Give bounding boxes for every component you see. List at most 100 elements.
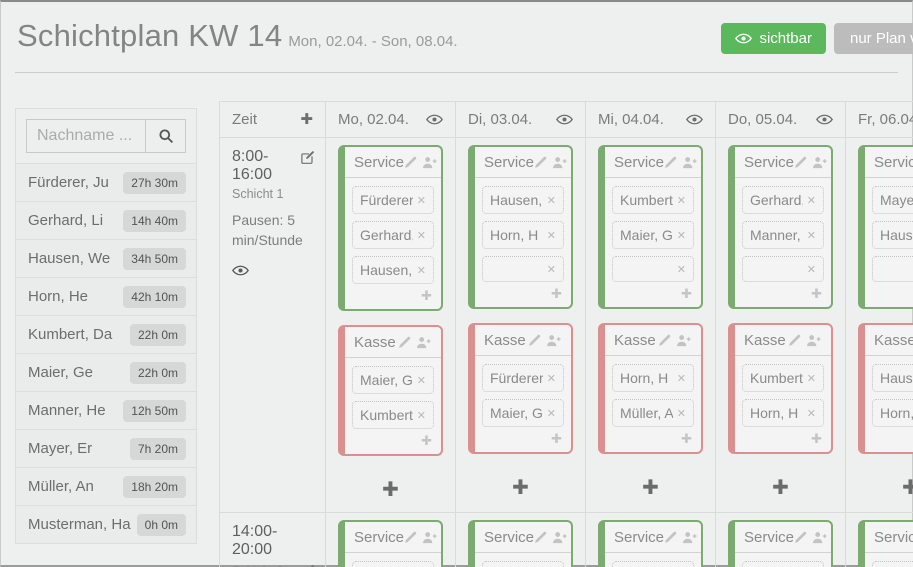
edit-group-icon[interactable]: [398, 336, 411, 349]
remove-member-icon[interactable]: ✕: [546, 372, 556, 385]
edit-timeslot-icon[interactable]: [300, 150, 315, 165]
remove-member-icon[interactable]: ✕: [676, 407, 686, 420]
remove-member-icon[interactable]: ✕: [676, 194, 686, 207]
add-shift-group-button[interactable]: ✚: [642, 477, 659, 499]
add-person-icon[interactable]: [422, 531, 438, 544]
add-shift-group-button[interactable]: ✚: [902, 477, 913, 499]
edit-group-icon[interactable]: [664, 156, 677, 169]
search-input[interactable]: [27, 120, 145, 152]
edit-group-icon[interactable]: [404, 156, 417, 169]
remove-member-icon[interactable]: ✕: [416, 229, 426, 242]
remove-member-icon[interactable]: ✕: [676, 372, 686, 385]
edit-group-icon[interactable]: [534, 156, 547, 169]
member-chip[interactable]: Manner, H✕: [742, 221, 824, 249]
remove-member-icon[interactable]: ✕: [546, 194, 556, 207]
add-member-button[interactable]: ✚: [681, 286, 692, 301]
remove-member-icon[interactable]: ✕: [546, 407, 556, 420]
member-chip[interactable]: Müller, A✕: [612, 399, 694, 427]
add-member-button[interactable]: ✚: [421, 433, 432, 448]
search-button[interactable]: [145, 120, 185, 152]
remove-member-icon[interactable]: ✕: [416, 374, 426, 387]
edit-group-icon[interactable]: [658, 334, 671, 347]
member-chip[interactable]: Maier, G✕: [482, 399, 564, 427]
remove-member-icon[interactable]: ✕: [806, 407, 816, 420]
member-chip[interactable]: Fürderer, J✕: [352, 186, 434, 214]
member-chip[interactable]: ✕: [742, 561, 824, 567]
remove-member-icon[interactable]: ✕: [676, 229, 686, 242]
plan-only-button[interactable]: nur Plan ve: [834, 23, 913, 54]
member-chip[interactable]: Hausen, W✕: [612, 561, 694, 567]
add-person-icon[interactable]: [812, 531, 828, 544]
member-chip[interactable]: Kumbert, D✕: [742, 364, 824, 392]
add-member-button[interactable]: ✚: [872, 427, 913, 447]
day-visibility-eye-icon[interactable]: [686, 114, 703, 125]
remove-member-icon[interactable]: ✕: [416, 194, 426, 207]
day-visibility-eye-icon[interactable]: [816, 114, 833, 125]
member-chip[interactable]: Horn, H✕: [482, 221, 564, 249]
remove-member-icon[interactable]: ✕: [806, 263, 816, 276]
add-person-icon[interactable]: [546, 334, 562, 347]
add-person-icon[interactable]: [552, 531, 568, 544]
edit-group-icon[interactable]: [528, 334, 541, 347]
member-chip[interactable]: Hausen, W✕: [872, 221, 913, 249]
day-visibility-eye-icon[interactable]: [556, 114, 573, 125]
add-person-icon[interactable]: [806, 334, 822, 347]
edit-group-icon[interactable]: [664, 531, 677, 544]
add-member-button[interactable]: ✚: [551, 286, 562, 301]
add-person-icon[interactable]: [812, 156, 828, 169]
member-chip[interactable]: Maier, G✕: [612, 221, 694, 249]
add-person-icon[interactable]: [416, 336, 432, 349]
add-timeslot-button[interactable]: ✚: [300, 111, 313, 128]
member-chip[interactable]: Horn, H✕: [742, 399, 824, 427]
remove-member-icon[interactable]: ✕: [546, 229, 556, 242]
edit-group-icon[interactable]: [788, 334, 801, 347]
add-member-button[interactable]: ✚: [681, 431, 692, 446]
member-chip[interactable]: ✕: [612, 256, 694, 282]
edit-group-icon[interactable]: [534, 531, 547, 544]
member-chip[interactable]: Mayer, E✕: [872, 186, 913, 214]
member-chip[interactable]: Horn, H✕: [612, 364, 694, 392]
add-member-button[interactable]: ✚: [551, 431, 562, 446]
add-member-button[interactable]: ✚: [421, 288, 432, 303]
member-chip[interactable]: Fürderer, J✕: [482, 364, 564, 392]
add-shift-group-button[interactable]: ✚: [512, 477, 529, 499]
day-visibility-eye-icon[interactable]: [426, 114, 443, 125]
member-chip[interactable]: Hausen, W✕: [872, 364, 913, 392]
remove-member-icon[interactable]: ✕: [806, 372, 816, 385]
member-chip[interactable]: ✕: [872, 256, 913, 282]
remove-member-icon[interactable]: ✕: [416, 409, 426, 422]
edit-group-icon[interactable]: [794, 531, 807, 544]
member-chip[interactable]: Maier, G✕: [352, 366, 434, 394]
add-person-icon[interactable]: [422, 156, 438, 169]
remove-member-icon[interactable]: ✕: [676, 263, 686, 276]
add-person-icon[interactable]: [552, 156, 568, 169]
member-chip[interactable]: Horn, H✕: [872, 399, 913, 427]
add-member-button[interactable]: ✚: [811, 431, 822, 446]
remove-member-icon[interactable]: ✕: [806, 229, 816, 242]
remove-member-icon[interactable]: ✕: [546, 263, 556, 276]
member-chip[interactable]: Hausen, W✕: [482, 186, 564, 214]
member-chip[interactable]: ✕: [872, 561, 913, 567]
add-shift-group-button[interactable]: ✚: [382, 479, 399, 501]
edit-group-icon[interactable]: [404, 531, 417, 544]
member-chip[interactable]: Gerhard, L✕: [742, 186, 824, 214]
member-chip[interactable]: Hausen, W✕: [352, 256, 434, 284]
member-chip[interactable]: Kumbert, D✕: [352, 401, 434, 429]
add-person-icon[interactable]: [682, 531, 698, 544]
timeslot-visibility-eye-icon[interactable]: [232, 265, 249, 276]
member-chip[interactable]: ✕: [742, 256, 824, 282]
member-chip[interactable]: Müller, A✕: [482, 561, 564, 567]
member-chip[interactable]: ✕: [482, 256, 564, 282]
remove-member-icon[interactable]: ✕: [806, 194, 816, 207]
visible-button[interactable]: sichtbar: [721, 23, 826, 54]
member-chip[interactable]: Horn, H✕: [352, 561, 434, 567]
